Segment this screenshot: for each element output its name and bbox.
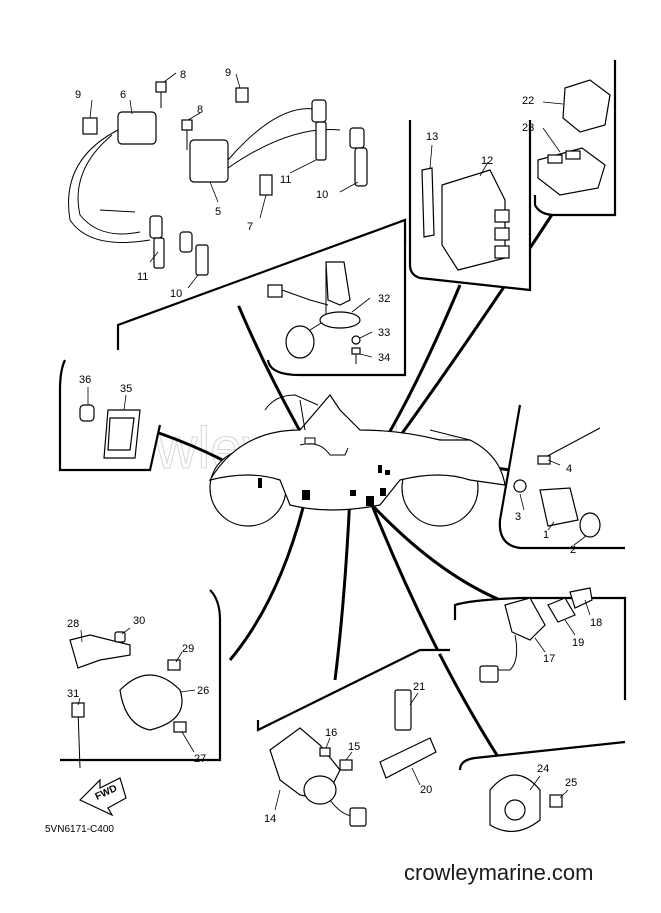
callout-numbers: 1 2 3 4 5 6 7 8 8 9 9 10 10 11 11 12 13 … [67,67,602,825]
panel-horn-bracket [60,589,222,769]
callout-5: 5 [215,206,221,218]
callout-33: 33 [378,327,390,339]
panel-reflector [58,359,162,472]
callout-10a: 10 [316,189,328,201]
callout-10b: 10 [170,288,182,300]
callout-9b: 9 [225,67,231,79]
panel-cdi-unit [408,120,532,292]
footer-url: crowleymarine.com [404,860,594,885]
callout-7: 7 [247,221,253,233]
callout-16: 16 [325,727,337,739]
callout-22: 22 [522,95,534,107]
panel-position-switch [453,587,627,700]
callout-27: 27 [194,753,206,765]
callout-25: 25 [565,777,577,789]
callout-20: 20 [420,784,432,796]
callout-32: 32 [378,293,390,305]
callout-17: 17 [543,653,555,665]
callout-11a: 11 [280,174,291,186]
callout-15: 15 [348,741,360,753]
callout-8b: 8 [197,104,203,116]
panel-relays [533,60,617,217]
callout-18: 18 [590,617,602,629]
callout-34: 34 [378,352,390,364]
callout-23: 23 [522,122,534,134]
callout-36: 36 [79,374,91,386]
callout-11b: 11 [137,271,148,283]
motorcycle-outline [208,394,506,527]
diagram-code: 5VN6171-C400 [45,824,114,835]
panel-speed-sensor [498,404,625,550]
callout-24: 24 [537,763,549,775]
callout-4: 4 [566,463,572,475]
callout-13: 13 [426,131,438,143]
callout-9a: 9 [75,89,81,101]
callout-2: 2 [570,544,576,556]
callout-12: 12 [481,155,493,167]
callout-21: 21 [413,681,425,693]
callout-14: 14 [264,813,276,825]
panel-fuel-sender [266,225,407,377]
callout-8a: 8 [180,69,186,81]
panel-starter-switch [256,648,450,827]
fwd-arrow: FWD [78,777,127,817]
callout-29: 29 [182,643,194,655]
callout-30: 30 [133,615,145,627]
panel-ignition-coil [68,72,407,350]
callout-6: 6 [120,89,126,101]
callout-1: 1 [543,529,549,541]
callout-31: 31 [67,688,79,700]
callout-3: 3 [515,511,521,523]
callout-26: 26 [197,685,209,697]
panel-horn [458,740,626,832]
callout-19: 19 [572,637,584,649]
callout-28: 28 [67,618,79,630]
callout-35: 35 [120,383,132,395]
